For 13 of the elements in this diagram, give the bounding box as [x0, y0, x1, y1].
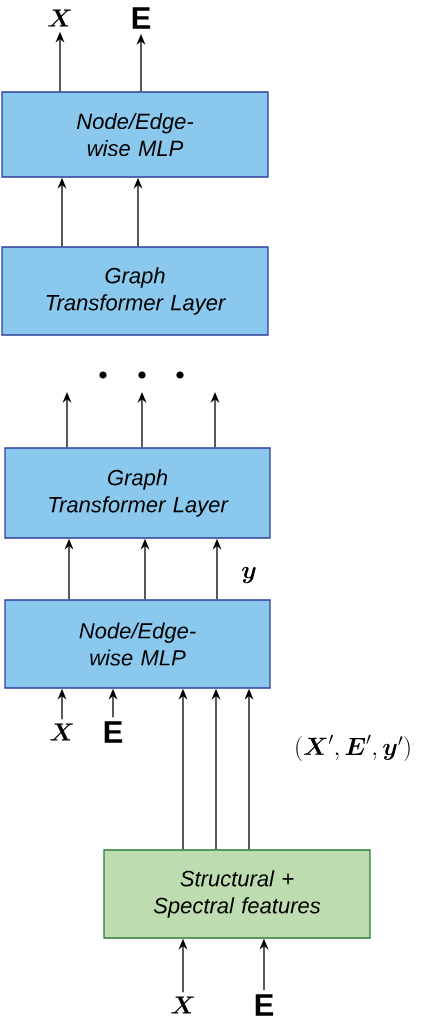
- symbol-label: E: [104, 721, 123, 743]
- symbol-label: $\boldsymbol{X}$: [171, 996, 194, 1014]
- symbol-label: $\boldsymbol{X}$: [48, 9, 71, 27]
- process-box: Node/Edge-wise MLP: [4, 599, 271, 689]
- process-box: Graph Transformer Layer: [4, 447, 271, 539]
- symbol-label: E: [255, 994, 274, 1016]
- edge-label: $\boldsymbol{y}$: [242, 566, 256, 584]
- symbol-label: $\boldsymbol{X}$: [50, 723, 73, 741]
- process-box: Node/Edge-wise MLP: [1, 91, 269, 178]
- process-box: Graph Transformer Layer: [1, 246, 269, 336]
- formula-label: $(\boldsymbol{X}', \boldsymbol{E}', \boldsymbol{y}')$: [296, 734, 410, 762]
- symbol-label: E: [132, 7, 151, 29]
- process-box: Structural + Spectral features: [103, 849, 371, 939]
